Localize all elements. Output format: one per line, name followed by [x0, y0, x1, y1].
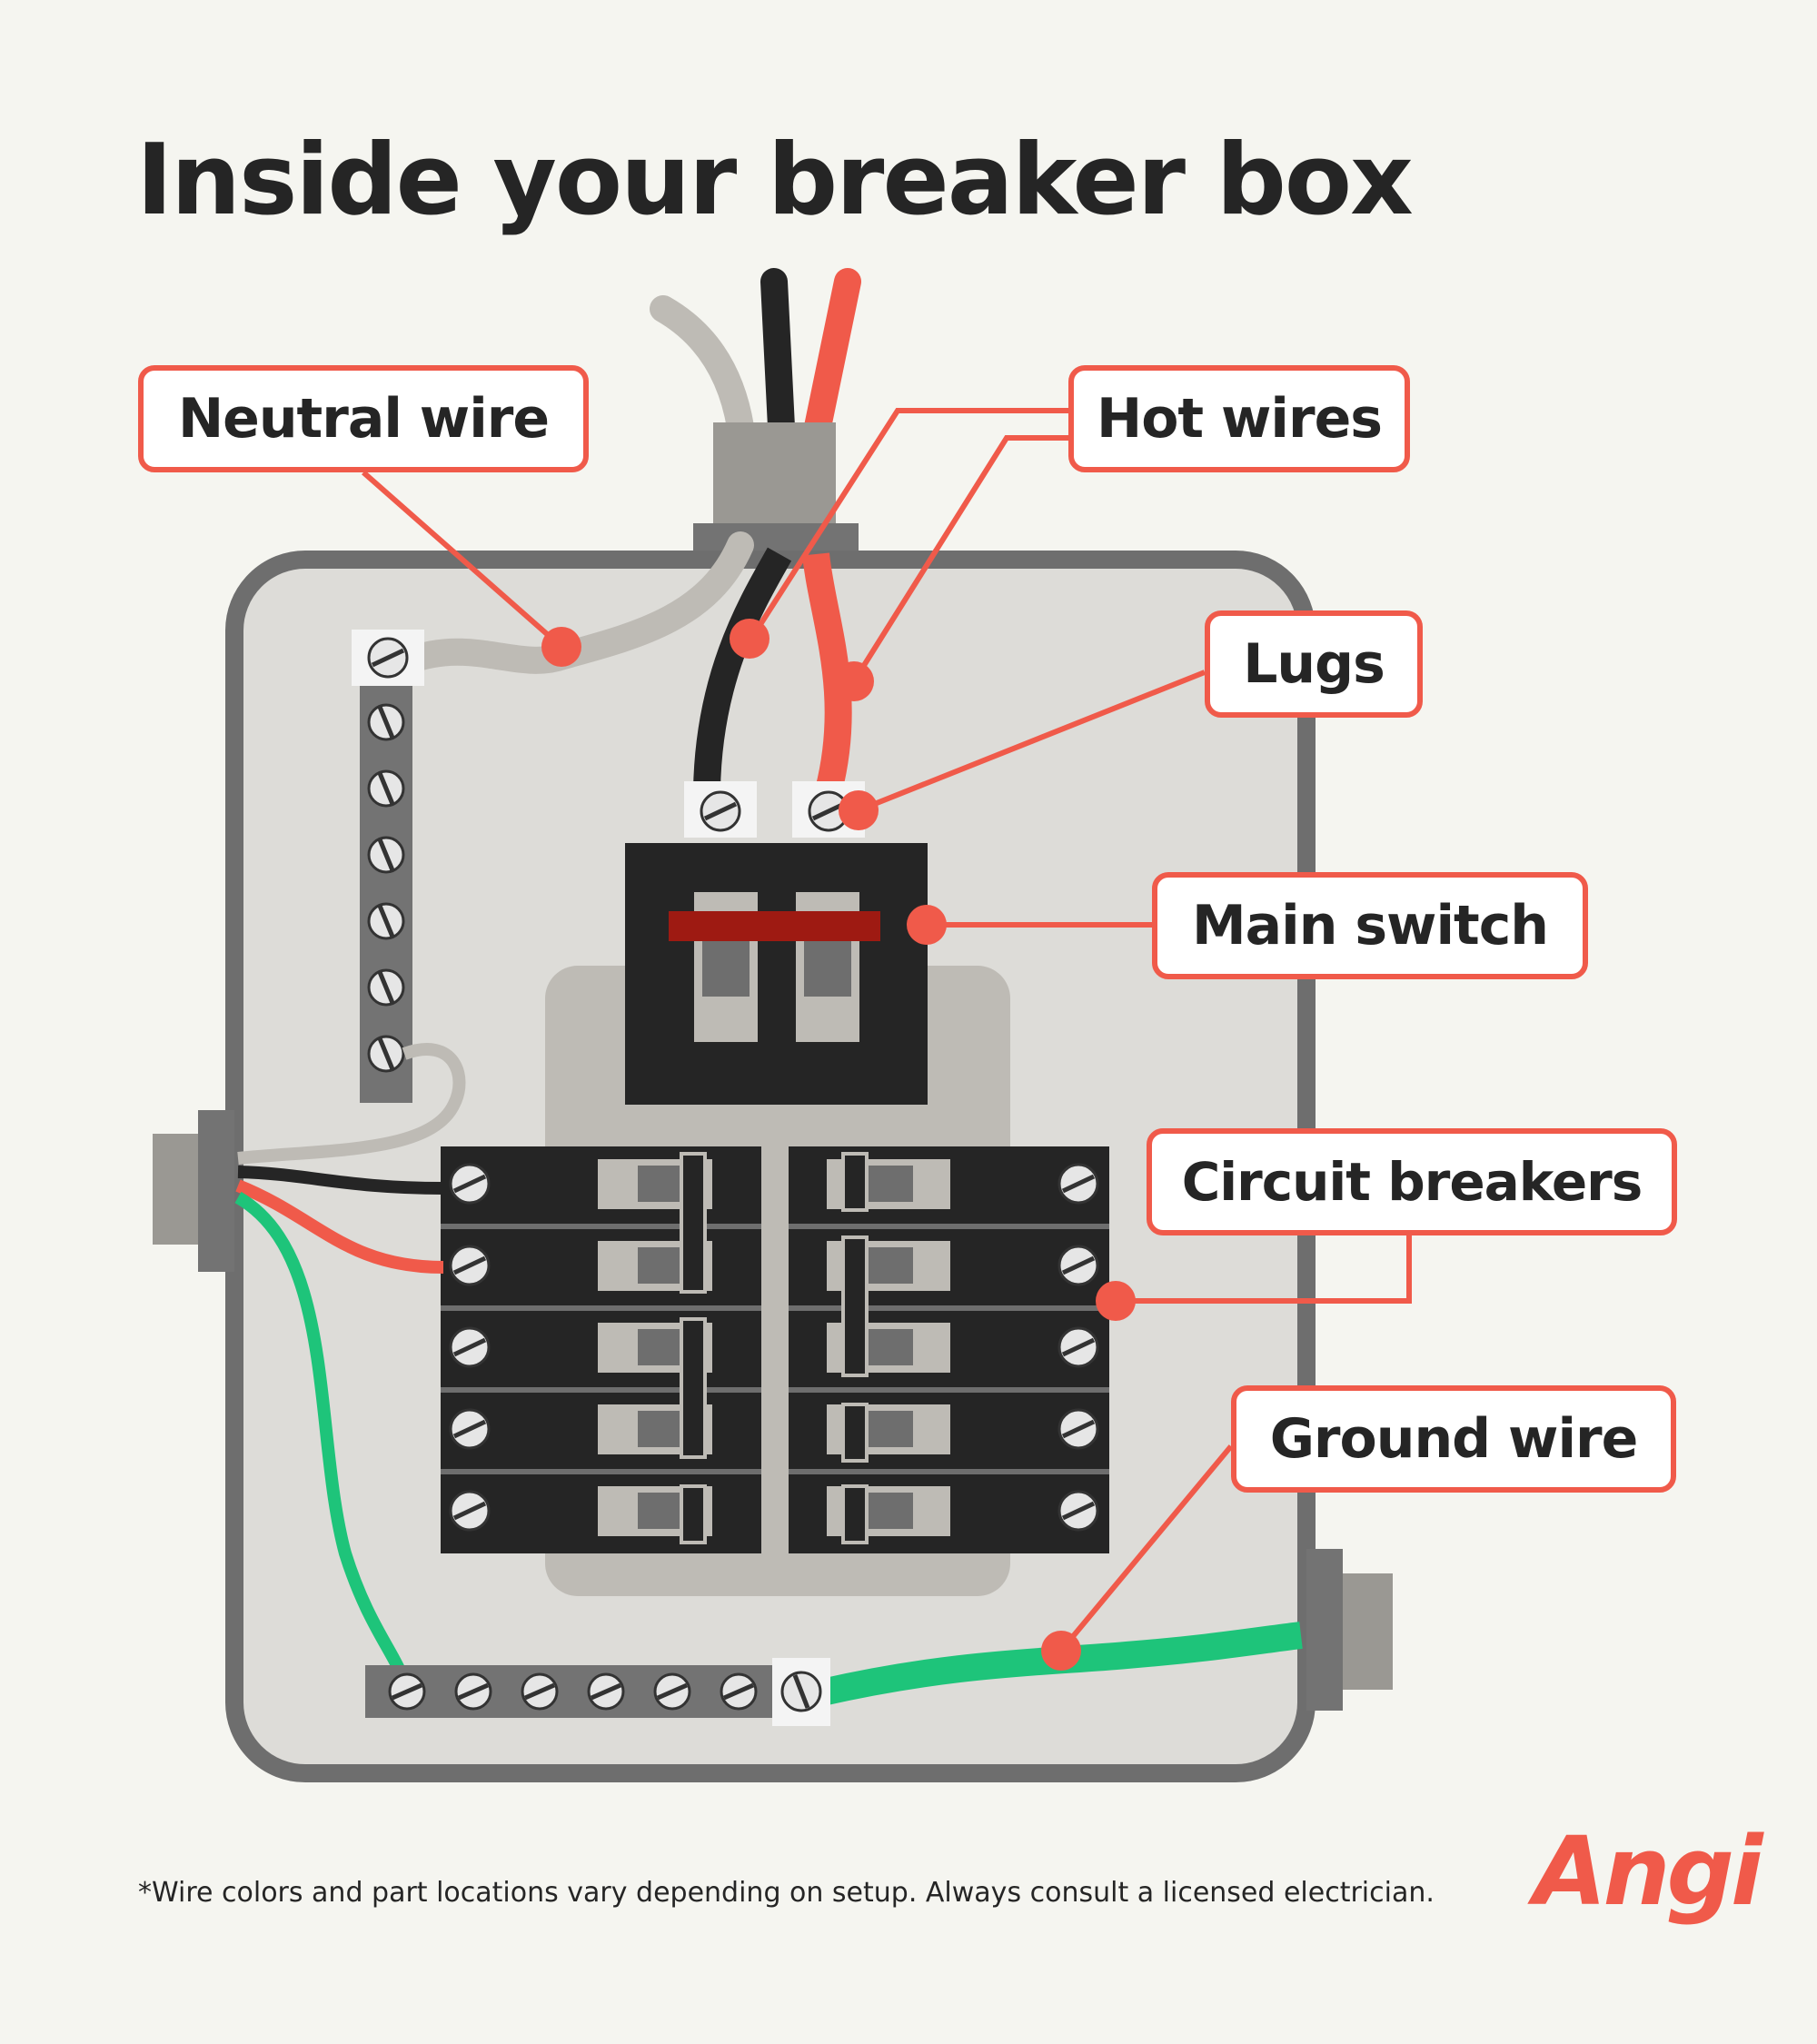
ground-bus-screws: [388, 1672, 758, 1711]
breaker-handle-ties: [680, 1152, 869, 1544]
callout-lugs: Lugs: [1205, 610, 1423, 718]
right-knockout-connector: [1343, 1573, 1393, 1690]
service-neutral-wire: [650, 295, 754, 441]
callout-hot-wires: Hot wires: [1068, 365, 1410, 472]
left-knockout-connector: [153, 1134, 198, 1245]
angi-logo: Angi: [1534, 1816, 1763, 1927]
breaker-dividers: [441, 1224, 1109, 1474]
neutral-bus-screw-slots: [377, 706, 395, 1070]
branch-hot-wire-red: [235, 1179, 444, 1274]
service-hot-wire-black: [760, 268, 795, 441]
right-knockout-fitting: [1306, 1549, 1343, 1711]
ground-wire: [819, 1622, 1303, 1706]
service-conduit: [713, 422, 836, 527]
callout-ground-wire: Ground wire: [1231, 1385, 1676, 1493]
branch-ground-wire: [234, 1191, 411, 1691]
main-switch: [625, 843, 928, 1105]
callout-main-switch: Main switch: [1152, 872, 1588, 979]
callout-neutral-wire: Neutral wire: [138, 365, 589, 472]
leader-dots: [541, 619, 1136, 1671]
footnote: *Wire colors and part locations vary dep…: [138, 1877, 1435, 1909]
page-title: Inside your breaker box: [136, 124, 1414, 237]
branch-neutral-wire: [237, 1043, 466, 1165]
neutral-bus-bar: [360, 683, 412, 1103]
branch-hot-wire-black: [237, 1166, 444, 1195]
breaker-screws: [449, 1163, 1099, 1532]
left-knockout-fitting: [198, 1110, 234, 1272]
main-switch-tie-bar: [669, 911, 880, 941]
leader-lines: [362, 408, 1412, 1652]
service-hot-wire-red: [804, 268, 861, 441]
callout-circuit-breakers: Circuit breakers: [1147, 1128, 1677, 1235]
hot-wire-red: [802, 552, 852, 794]
